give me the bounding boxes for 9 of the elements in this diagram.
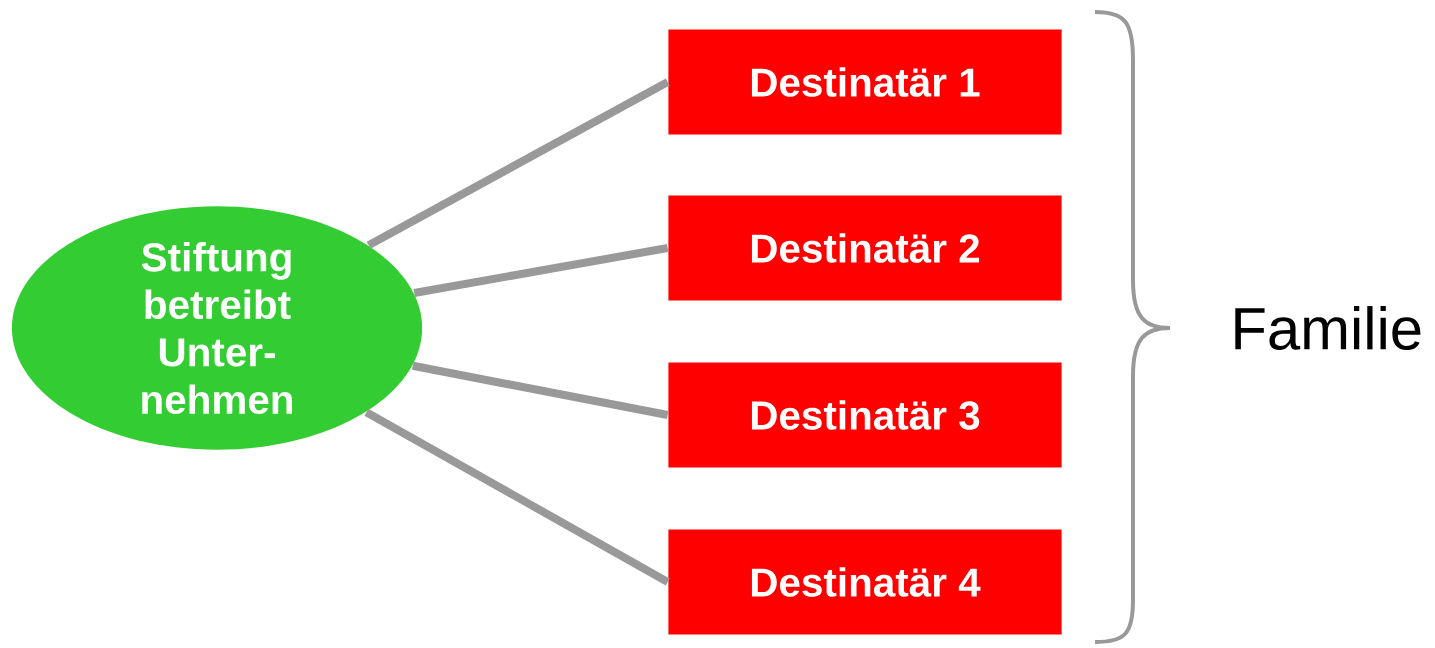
ellipse-node: Stiftung betreibt Unter- nehmen	[11, 206, 423, 450]
brace-label: Familie	[1235, 306, 1421, 350]
destination-box: Destinatär 1	[668, 29, 1062, 135]
destination-box: Destinatär 3	[668, 362, 1062, 468]
destination-box: Destinatär 4	[668, 529, 1062, 635]
connector-line	[366, 78, 670, 249]
destination-box: Destinatär 2	[668, 195, 1062, 301]
connector-line	[364, 408, 670, 586]
connector-line	[413, 244, 669, 297]
